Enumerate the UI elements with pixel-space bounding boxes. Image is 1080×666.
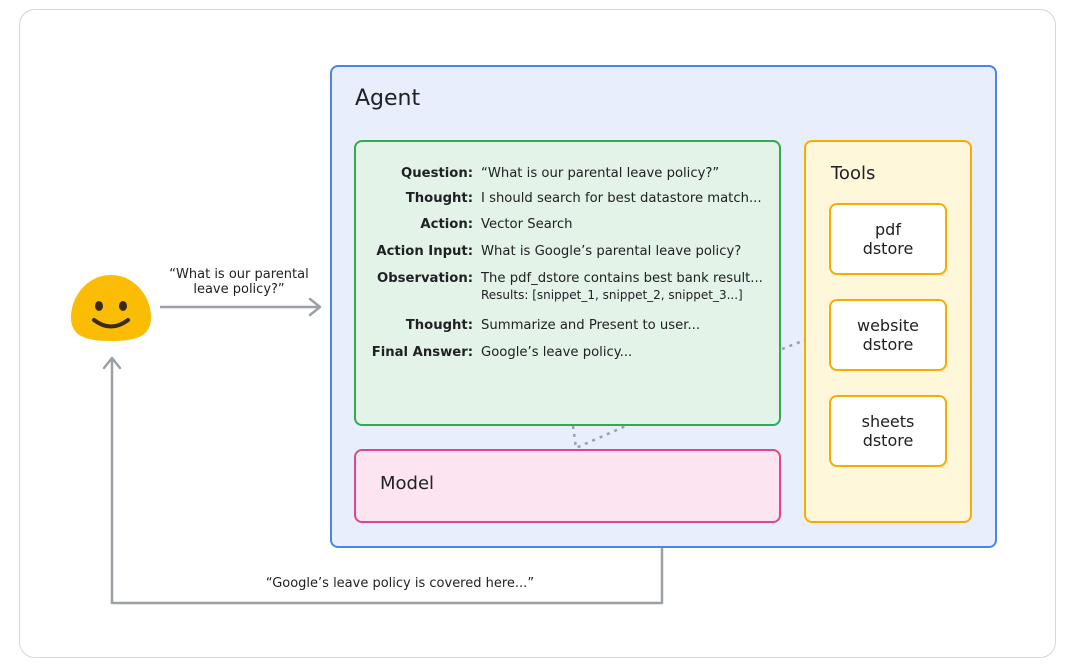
tools-title: Tools [831, 163, 876, 184]
smiley-face-icon [71, 275, 151, 341]
row-key: Observation: [377, 271, 473, 286]
store-label: dstore [862, 431, 914, 450]
row-key: Question: [401, 166, 473, 181]
reasoning-model-connector [571, 423, 629, 450]
store-label: pdf [875, 220, 901, 239]
reasoning-tools-connector [781, 338, 806, 351]
row-key: Action Input: [376, 244, 473, 259]
row-value: The pdf_dstore contains best bank result… [481, 271, 763, 286]
store-label: sheets [861, 412, 915, 431]
model-title: Model [380, 473, 435, 494]
output-answer-label: “Google’s leave policy is covered here..… [265, 576, 535, 591]
store-label: dstore [862, 335, 914, 354]
row-value: Vector Search [481, 217, 573, 232]
output-arrow-line [110, 360, 664, 605]
row-key: Action: [420, 217, 473, 232]
input-arrowhead [308, 297, 322, 317]
row-value: Google’s leave policy... [481, 345, 633, 360]
model-box [354, 449, 781, 523]
reasoning-box: Question: “What is our parental leave po… [354, 140, 781, 426]
row-value: What is Google’s parental leave policy? [481, 244, 742, 259]
store-label: website [857, 316, 919, 335]
website-dstore: website dstore [829, 299, 947, 371]
row-value-detail: Results: [snippet_1, snippet_2, snippet_… [481, 288, 743, 302]
row-key: Thought: [405, 191, 473, 206]
row-key: Final Answer: [371, 345, 473, 360]
pdf-dstore: pdf dstore [829, 203, 947, 275]
store-label: dstore [862, 239, 914, 258]
input-label-line: leave policy?” [193, 282, 285, 297]
sheets-dstore: sheets dstore [829, 395, 947, 467]
row-key: Thought: [405, 318, 473, 333]
input-label-line: “What is our parental [169, 267, 309, 282]
row-value: I should search for best datastore match… [481, 191, 762, 206]
row-value: “What is our parental leave policy?” [481, 166, 720, 181]
output-arrowhead [102, 356, 122, 370]
row-value: Summarize and Present to user... [481, 318, 701, 333]
input-question-label: “What is our parental leave policy?” [160, 267, 318, 297]
agent-title: Agent [355, 86, 421, 111]
